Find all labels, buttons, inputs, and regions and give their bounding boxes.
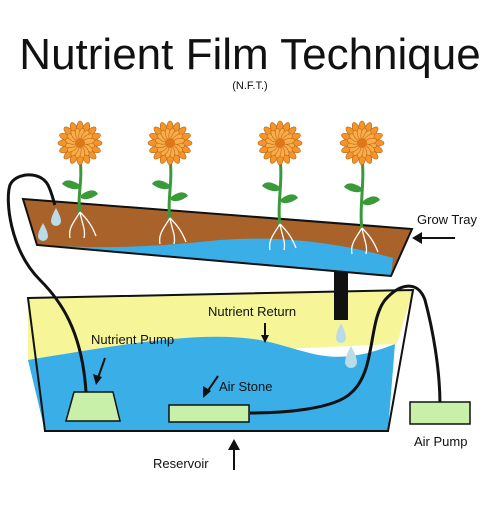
flower-head bbox=[57, 120, 103, 166]
flower-center bbox=[75, 138, 85, 148]
label-nutrient-pump: Nutrient Pump bbox=[91, 332, 175, 347]
flower-center bbox=[165, 138, 175, 148]
flower-head bbox=[147, 120, 193, 166]
return-drip bbox=[336, 323, 346, 343]
air-stone bbox=[168, 404, 250, 423]
flower-head bbox=[257, 120, 303, 166]
nutrient-pump-arrow bbox=[93, 357, 106, 385]
label-grow-tray: Grow Tray bbox=[417, 212, 477, 227]
air-stone-arrow bbox=[203, 375, 219, 398]
flower-center bbox=[357, 138, 367, 148]
grow-tray-water bbox=[37, 238, 393, 276]
nutrient-supply-tube bbox=[6, 173, 88, 393]
inlet-drip bbox=[38, 223, 48, 241]
return-drips bbox=[336, 323, 357, 368]
air-tube bbox=[249, 284, 442, 415]
plant bbox=[339, 120, 385, 255]
nutrient-return-arrow bbox=[261, 323, 269, 343]
plant bbox=[147, 120, 193, 245]
air-pump bbox=[409, 401, 471, 425]
page-subtitle: (N.F.T.) bbox=[232, 80, 268, 92]
inlet-drips bbox=[38, 208, 61, 241]
nutrient-return-pipe bbox=[334, 272, 348, 320]
reservoir-arrow bbox=[228, 439, 240, 470]
grow-tray-arrow bbox=[412, 232, 455, 244]
flower-center bbox=[275, 138, 285, 148]
inlet-drip bbox=[51, 208, 61, 226]
nutrient-pump bbox=[65, 391, 121, 422]
arrows bbox=[93, 232, 455, 470]
label-air-pump: Air Pump bbox=[414, 434, 468, 449]
page-title: Nutrient Film Technique bbox=[19, 30, 481, 79]
grow-tray bbox=[21, 197, 414, 278]
grow-tray-outline bbox=[21, 197, 414, 278]
label-reservoir: Reservoir bbox=[153, 456, 209, 471]
reservoir-outline bbox=[26, 288, 415, 432]
flower-head bbox=[339, 120, 385, 166]
label-air-stone: Air Stone bbox=[219, 379, 273, 394]
plant bbox=[257, 120, 303, 251]
return-drip bbox=[345, 346, 357, 368]
label-nutrient-return: Nutrient Return bbox=[208, 304, 297, 319]
plant bbox=[57, 120, 103, 239]
reservoir-top-region bbox=[28, 290, 413, 360]
